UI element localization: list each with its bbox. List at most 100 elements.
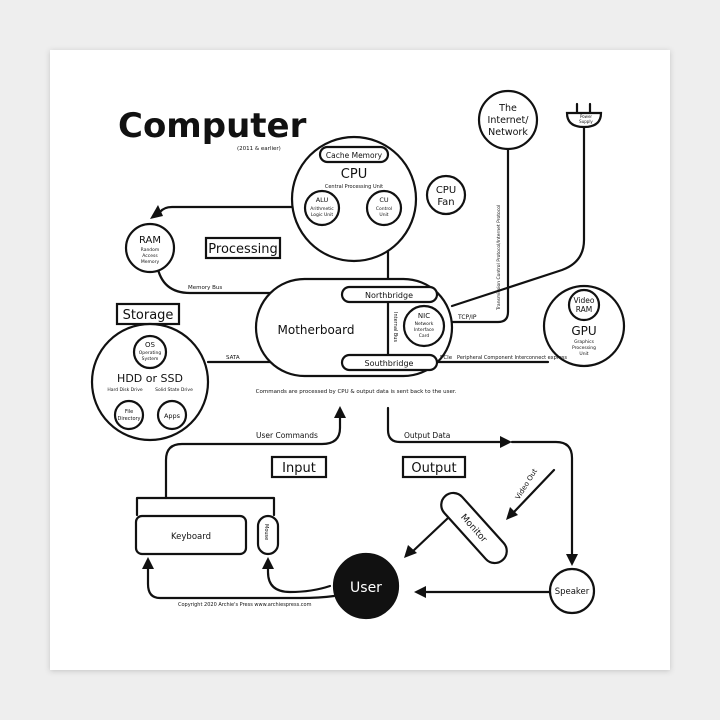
to-speaker-line	[510, 440, 574, 558]
os-node: OS Operating System	[132, 334, 168, 370]
speaker-node: Speaker	[548, 567, 596, 615]
power-supply-line	[450, 124, 586, 308]
input-section-label: Input	[270, 455, 328, 479]
user-to-keyboard-line	[146, 564, 336, 600]
svg-text:Input: Input	[282, 461, 316, 476]
svg-text:Unit: Unit	[379, 212, 388, 218]
cpu-label: CPU	[341, 167, 367, 182]
monitor-to-user-line	[410, 516, 450, 554]
svg-text:Hard Disk Drive: Hard Disk Drive	[107, 387, 143, 393]
svg-text:Northbridge: Northbridge	[365, 291, 413, 300]
cu-node: CU Control Unit	[365, 189, 403, 227]
alu-node: ALU Arithmetic Logic Unit	[303, 189, 341, 227]
svg-text:Memory: Memory	[141, 259, 160, 265]
svg-text:System: System	[142, 356, 159, 362]
cache-memory-pill	[318, 145, 390, 164]
svg-text:HDD or SSD: HDD or SSD	[117, 372, 183, 385]
video-ram-node: Video RAM	[567, 288, 601, 322]
svg-text:Processing: Processing	[572, 345, 596, 351]
svg-text:The: The	[498, 103, 517, 114]
svg-text:Keyboard: Keyboard	[171, 532, 211, 542]
svg-text:GPU: GPU	[571, 324, 596, 338]
svg-text:Processing: Processing	[208, 242, 277, 257]
svg-text:Graphics: Graphics	[574, 339, 595, 345]
svg-text:Speaker: Speaker	[555, 587, 590, 597]
user-to-mouse-line	[266, 564, 332, 594]
file-directory-node: File Directory	[113, 399, 145, 431]
svg-text:Storage: Storage	[123, 308, 174, 323]
output-data-label: Output Data	[404, 431, 450, 440]
northbridge-pill: Northbridge	[340, 285, 439, 304]
tcpip-label: TCP/IP	[457, 314, 477, 321]
input-bracket	[135, 496, 276, 517]
svg-text:RAM: RAM	[576, 305, 593, 314]
cpu-full-label: Central Processing Unit	[325, 184, 383, 190]
apps-node: Apps	[156, 399, 188, 431]
svg-text:Directory: Directory	[117, 416, 140, 422]
cpu-fan-node: CPU Fan	[425, 174, 467, 216]
tcp-full-label: Transmission Control Protocol/Internet P…	[496, 205, 502, 311]
user-commands-line	[164, 414, 342, 500]
to-speaker-arrowhead	[566, 554, 578, 566]
svg-text:Mouse: Mouse	[263, 524, 269, 540]
svg-text:Supply: Supply	[579, 119, 593, 124]
user-commands-arrowhead	[334, 406, 346, 418]
output-data-line	[386, 406, 504, 444]
video-out-line	[512, 468, 556, 514]
svg-text:Apps: Apps	[164, 412, 181, 420]
page-title: Computer	[118, 106, 307, 146]
sata-label: SATA	[226, 355, 240, 361]
svg-text:Fan: Fan	[437, 197, 454, 208]
svg-text:User: User	[350, 580, 382, 596]
nic-node: NIC Network Interface Card	[402, 304, 446, 348]
processing-section-label: Processing	[204, 236, 282, 260]
commands-note: Commands are processed by CPU & output d…	[256, 389, 457, 395]
svg-text:Video: Video	[573, 296, 594, 305]
southbridge-pill: Southbridge	[340, 353, 439, 372]
speaker-to-user-arrowhead	[414, 586, 426, 598]
svg-text:Solid State Drive: Solid State Drive	[155, 387, 193, 393]
svg-text:Card: Card	[419, 333, 430, 339]
memory-bus-label: Memory Bus	[188, 285, 222, 291]
motherboard-node: Motherboard Internal Bus Northbridge Sou…	[254, 277, 454, 378]
hdd-ssd-node: OS Operating System HDD or SSD Hard Disk…	[90, 322, 210, 442]
mouse-node: Mouse	[256, 514, 280, 556]
pcie-full-label: Peripheral Component Interconnect expres…	[457, 355, 567, 361]
output-section-label: Output	[401, 455, 467, 479]
keyboard-node: Keyboard	[134, 514, 248, 556]
output-data-arrowhead	[500, 436, 512, 448]
svg-text:CPU: CPU	[436, 185, 456, 196]
internet-network-node: The Internet/ Network	[477, 89, 539, 151]
svg-text:Arithmetic: Arithmetic	[310, 206, 334, 212]
copyright-text: Copyright 2020 Archie's Press www.archie…	[178, 602, 312, 608]
svg-text:Southbridge: Southbridge	[365, 359, 414, 368]
svg-text:Internet/: Internet/	[488, 115, 530, 126]
pcie-label: PCIe	[440, 355, 453, 361]
user-node: User	[332, 552, 400, 620]
user-to-keyboard-arrowhead	[142, 557, 154, 569]
svg-text:Random: Random	[141, 247, 160, 253]
monitor-to-user-arrowhead	[404, 545, 417, 558]
ram-node: RAM Random Access Memory	[124, 222, 176, 274]
svg-text:Operating: Operating	[139, 350, 162, 356]
video-out-arrowhead	[506, 507, 518, 520]
internet-to-nic-line	[436, 146, 510, 324]
svg-text:Output: Output	[411, 461, 456, 476]
gpu-node: Video RAM GPU Graphics Processing Unit	[542, 284, 626, 368]
svg-text:Power: Power	[580, 114, 592, 119]
svg-text:Interface: Interface	[414, 327, 434, 333]
svg-text:Network: Network	[488, 127, 528, 138]
cpu-node: Cache Memory CPU Central Processing Unit…	[290, 135, 418, 263]
user-commands-label: User Commands	[256, 431, 318, 440]
svg-text:Logic Unit: Logic Unit	[311, 212, 334, 218]
plug-icon	[565, 111, 603, 129]
svg-text:OS: OS	[145, 341, 156, 349]
svg-text:NIC: NIC	[418, 312, 430, 320]
svg-text:File: File	[125, 409, 133, 415]
motherboard-label: Motherboard	[278, 323, 355, 337]
svg-text:ALU: ALU	[316, 196, 329, 204]
cpu-to-ram-line	[158, 205, 310, 214]
svg-text:Access: Access	[142, 253, 158, 259]
svg-text:Unit: Unit	[579, 351, 588, 357]
